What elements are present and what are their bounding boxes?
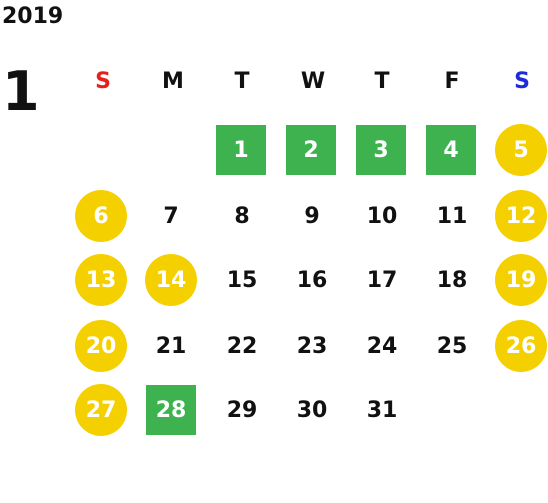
weekday-thu: T xyxy=(374,68,390,94)
day-cell[interactable]: 3 xyxy=(356,125,406,175)
day-cell[interactable]: 12 xyxy=(495,190,547,242)
weekday-sun: S xyxy=(95,68,111,94)
day-cell[interactable]: 27 xyxy=(75,384,127,436)
day-cell[interactable]: 2 xyxy=(286,125,336,175)
weekday-mon: M xyxy=(162,68,184,94)
day-cell[interactable]: 20 xyxy=(75,320,127,372)
day-cell[interactable]: 1 xyxy=(216,125,266,175)
day-cell[interactable]: 29 xyxy=(226,397,258,423)
day-cell[interactable]: 5 xyxy=(495,124,547,176)
day-cell[interactable]: 19 xyxy=(495,254,547,306)
day-cell[interactable]: 13 xyxy=(75,254,127,306)
day-cell[interactable]: 24 xyxy=(366,333,398,359)
day-cell[interactable]: 6 xyxy=(75,190,127,242)
day-cell[interactable]: 14 xyxy=(145,254,197,306)
day-cell[interactable]: 30 xyxy=(296,397,328,423)
day-cell[interactable]: 8 xyxy=(234,203,250,229)
day-cell[interactable]: 21 xyxy=(155,333,187,359)
year-label: 2019 xyxy=(2,4,64,29)
day-cell[interactable]: 26 xyxy=(495,320,547,372)
day-cell[interactable]: 10 xyxy=(366,203,398,229)
weekday-wed: W xyxy=(300,68,326,94)
day-cell[interactable]: 16 xyxy=(296,267,328,293)
day-cell[interactable]: 4 xyxy=(426,125,476,175)
day-cell[interactable]: 22 xyxy=(226,333,258,359)
day-cell[interactable]: 11 xyxy=(436,203,468,229)
day-cell[interactable]: 25 xyxy=(436,333,468,359)
month-number: 1 xyxy=(2,60,40,123)
day-cell[interactable]: 15 xyxy=(226,267,258,293)
day-cell[interactable]: 23 xyxy=(296,333,328,359)
day-cell[interactable]: 31 xyxy=(366,397,398,423)
weekday-tue: T xyxy=(234,68,250,94)
weekday-sat: S xyxy=(514,68,530,94)
weekday-fri: F xyxy=(444,68,460,94)
day-cell[interactable]: 18 xyxy=(436,267,468,293)
day-cell[interactable]: 17 xyxy=(366,267,398,293)
day-cell[interactable]: 7 xyxy=(163,203,179,229)
day-cell[interactable]: 28 xyxy=(146,385,196,435)
day-cell[interactable]: 9 xyxy=(304,203,320,229)
